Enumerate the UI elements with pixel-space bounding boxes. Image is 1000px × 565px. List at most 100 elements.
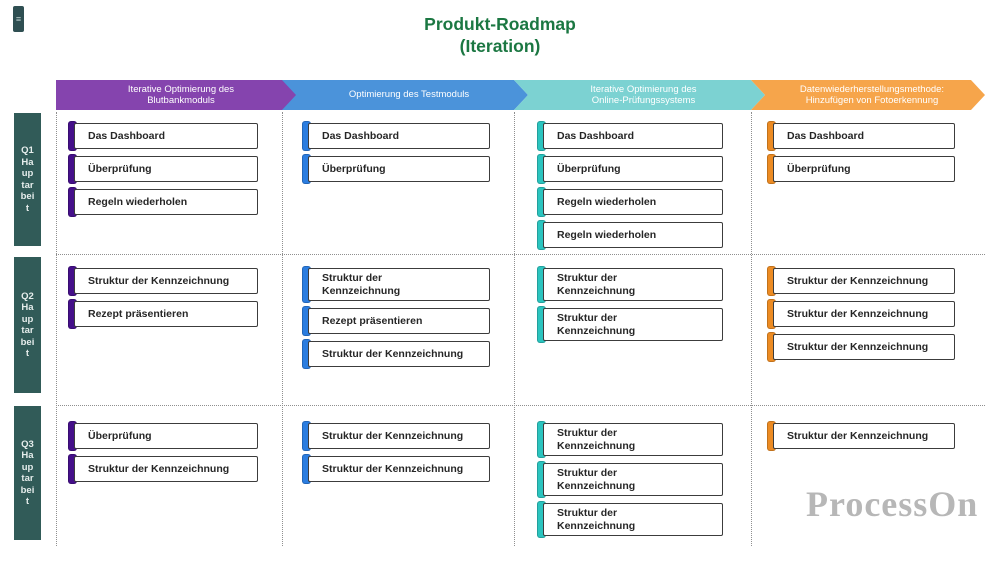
task-label: Das Dashboard [557,129,635,142]
task-label-box: Das Dashboard [74,123,258,149]
task-label: Struktur der Kennzeichnung [787,307,929,320]
task-shape[interactable]: Regeln wiederholen [537,187,723,217]
task-shape[interactable]: Struktur der Kennzeichnung [767,299,955,329]
menu-handle-icon[interactable]: ≡ [13,6,24,32]
row-label-line: t [25,202,30,214]
column-header[interactable]: Datenwiederherstellungsmethode:Hinzufüge… [751,80,985,110]
task-shape[interactable]: Überprüfung [302,154,490,184]
task-label-box: Überprüfung [308,156,490,182]
task-accent-bar [68,421,77,451]
task-label: Rezept präsentieren [88,307,189,320]
row-label-line: bei [20,484,35,496]
task-label-box: Struktur der Kennzeichnung [773,334,955,360]
task-shape[interactable]: Rezept präsentieren [68,299,258,329]
task-shape[interactable]: Überprüfung [68,154,258,184]
task-label: Überprüfung [557,162,621,175]
task-shape[interactable]: Das Dashboard [537,121,723,151]
task-shape[interactable]: Das Dashboard [767,121,955,151]
grid-divider-horizontal [56,254,985,255]
task-shape[interactable]: Überprüfung [537,154,723,184]
task-accent-bar [68,266,77,296]
task-shape[interactable]: Struktur der Kennzeichnung [302,454,490,484]
task-shape[interactable]: Das Dashboard [302,121,490,151]
task-shape[interactable]: Struktur der Kennzeichnung [767,266,955,296]
task-shape[interactable]: Rezept präsentieren [302,306,490,336]
task-label-box: Überprüfung [773,156,955,182]
task-shape[interactable]: Struktur der Kennzeichnung [302,339,490,369]
task-shape[interactable]: Regeln wiederholen [68,187,258,217]
row-label-line: Q2 [21,290,34,302]
task-label: Struktur der Kennzeichnung [322,462,464,475]
task-accent-bar [537,121,546,151]
task-accent-bar [767,266,776,296]
task-label: Das Dashboard [787,129,865,142]
row-label-line: t [25,348,30,359]
task-accent-bar [767,332,776,362]
grid-divider-vertical [282,112,283,546]
task-accent-bar [537,461,546,498]
task-label: Überprüfung [88,162,152,175]
task-label: Struktur der [322,272,383,284]
task-shape[interactable]: Überprüfung [767,154,955,184]
task-label-box: Struktur der Kennzeichnung [773,268,955,294]
task-accent-bar [767,421,776,451]
column-header[interactable]: Optimierung des Testmoduls [282,80,528,110]
task-label: Das Dashboard [88,129,166,142]
task-label: Kennzeichnung [557,284,636,297]
grid-divider-horizontal [56,405,985,406]
task-label: Überprüfung [787,162,851,175]
row-label-line: Ha [21,302,34,313]
task-shape[interactable]: Struktur der Kennzeichnung [767,332,955,362]
task-label-box: Regeln wiederholen [543,222,723,248]
task-shape[interactable]: Überprüfung [68,421,258,451]
task-shape[interactable]: Das Dashboard [68,121,258,151]
task-accent-bar [302,454,311,484]
task-accent-bar [302,339,311,369]
task-label-box: Struktur der Kennzeichnung [308,341,490,367]
task-accent-bar [302,266,311,303]
task-label-box: Das Dashboard [773,123,955,149]
task-accent-bar [302,154,311,184]
task-label-box: Überprüfung [543,156,723,182]
task-shape[interactable]: Struktur der Kennzeichnung [68,266,258,296]
task-accent-bar [537,220,546,250]
task-shape[interactable]: Struktur der Kennzeichnung [767,421,955,451]
task-label-box: Struktur der Kennzeichnung [74,456,258,482]
task-label-box: Regeln wiederholen [543,189,723,215]
column-header-label: Optimierung des Testmoduls [348,89,470,101]
column-header-label: Datenwiederherstellungsmethode: [799,83,945,95]
processon-watermark: ProcessOn [806,484,979,524]
task-shape[interactable]: Regeln wiederholen [537,220,723,250]
task-label: Regeln wiederholen [88,195,188,208]
task-accent-bar [68,454,77,484]
row-label-line: Q1 [21,145,34,156]
task-accent-bar [537,187,546,217]
row-label-line: up [21,168,34,179]
task-shape[interactable]: Struktur der Kennzeichnung [302,421,490,451]
task-label: Kennzeichnung [557,519,636,532]
row-label-line: tar [21,179,34,191]
task-label: Struktur der [557,507,618,519]
row-label-line: up [21,461,34,473]
task-shape[interactable]: Struktur der Kennzeichnung [68,454,258,484]
